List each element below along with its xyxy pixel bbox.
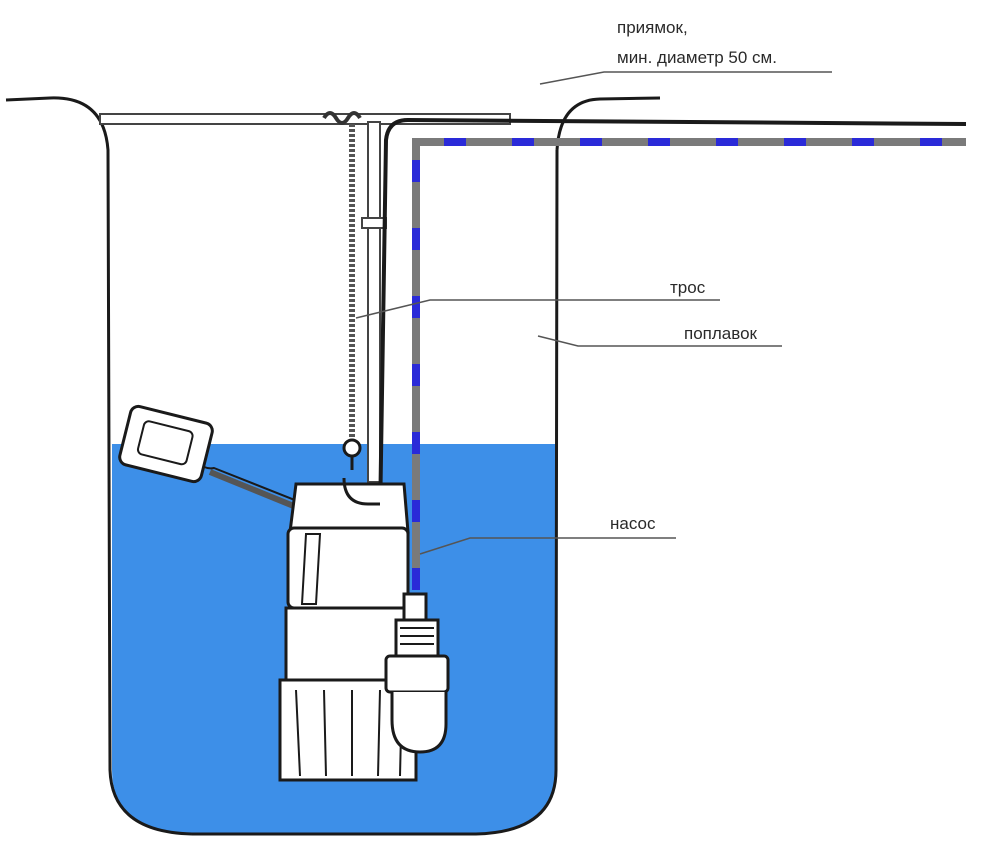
leader-cable xyxy=(355,299,720,319)
leader-float xyxy=(537,335,782,347)
support-bar xyxy=(367,121,381,483)
float-switch xyxy=(118,404,214,484)
leader-pump xyxy=(419,537,676,555)
rope-shackle xyxy=(342,438,362,458)
leader-pit xyxy=(539,71,832,85)
label-pit-line1: приямок, xyxy=(617,18,688,37)
pit-left-wall xyxy=(5,96,193,836)
pit-bottom xyxy=(192,149,559,836)
rope-knot xyxy=(322,111,362,125)
label-pump: насос xyxy=(610,514,656,533)
pump xyxy=(278,477,450,782)
discharge-pipe-dashes xyxy=(412,138,966,590)
label-pit-line2: мин. диаметр 50 см. xyxy=(617,48,777,67)
label-float: поплавок xyxy=(684,324,757,343)
label-cable: трос xyxy=(670,278,706,297)
bar-clamp xyxy=(361,217,387,229)
